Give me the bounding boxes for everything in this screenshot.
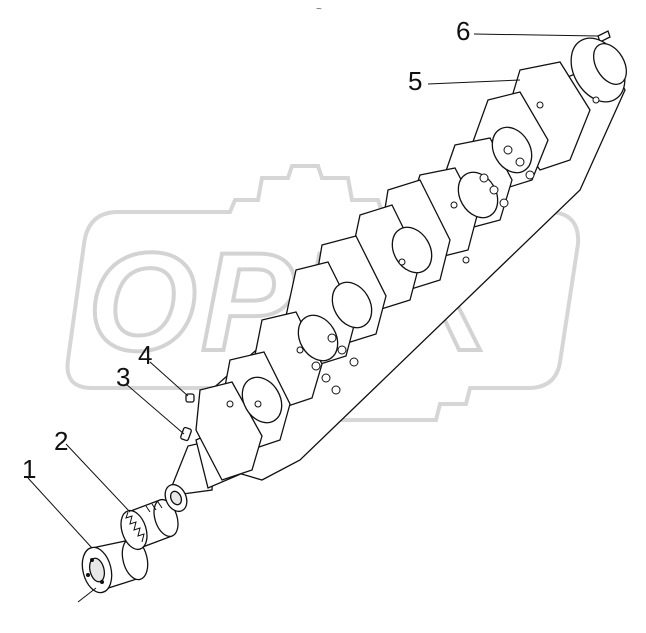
leader-pulley-axis [77, 587, 97, 603]
part-2-gear [120, 498, 179, 551]
callout-1: 1 [22, 454, 36, 484]
oil-holes [226, 96, 600, 408]
callout-3: 3 [116, 362, 130, 392]
leader-6 [473, 33, 599, 37]
leader-3 [125, 383, 185, 435]
leader-2 [65, 443, 131, 513]
callout-2: 2 [54, 426, 68, 456]
leader-1 [27, 477, 93, 549]
leader-4 [149, 361, 189, 397]
callout-6: 6 [456, 16, 470, 46]
part-3-pin [180, 426, 192, 442]
callouts: 1 2 3 4 5 6 [22, 16, 470, 484]
callout-4: 4 [138, 340, 152, 370]
leader-5 [427, 79, 521, 85]
part-5-crankshaft [164, 37, 628, 513]
callout-5: 5 [408, 66, 422, 96]
part-1-pulley [81, 537, 149, 594]
leader-lines [27, 33, 599, 603]
corner-mark: ~ [316, 4, 322, 15]
